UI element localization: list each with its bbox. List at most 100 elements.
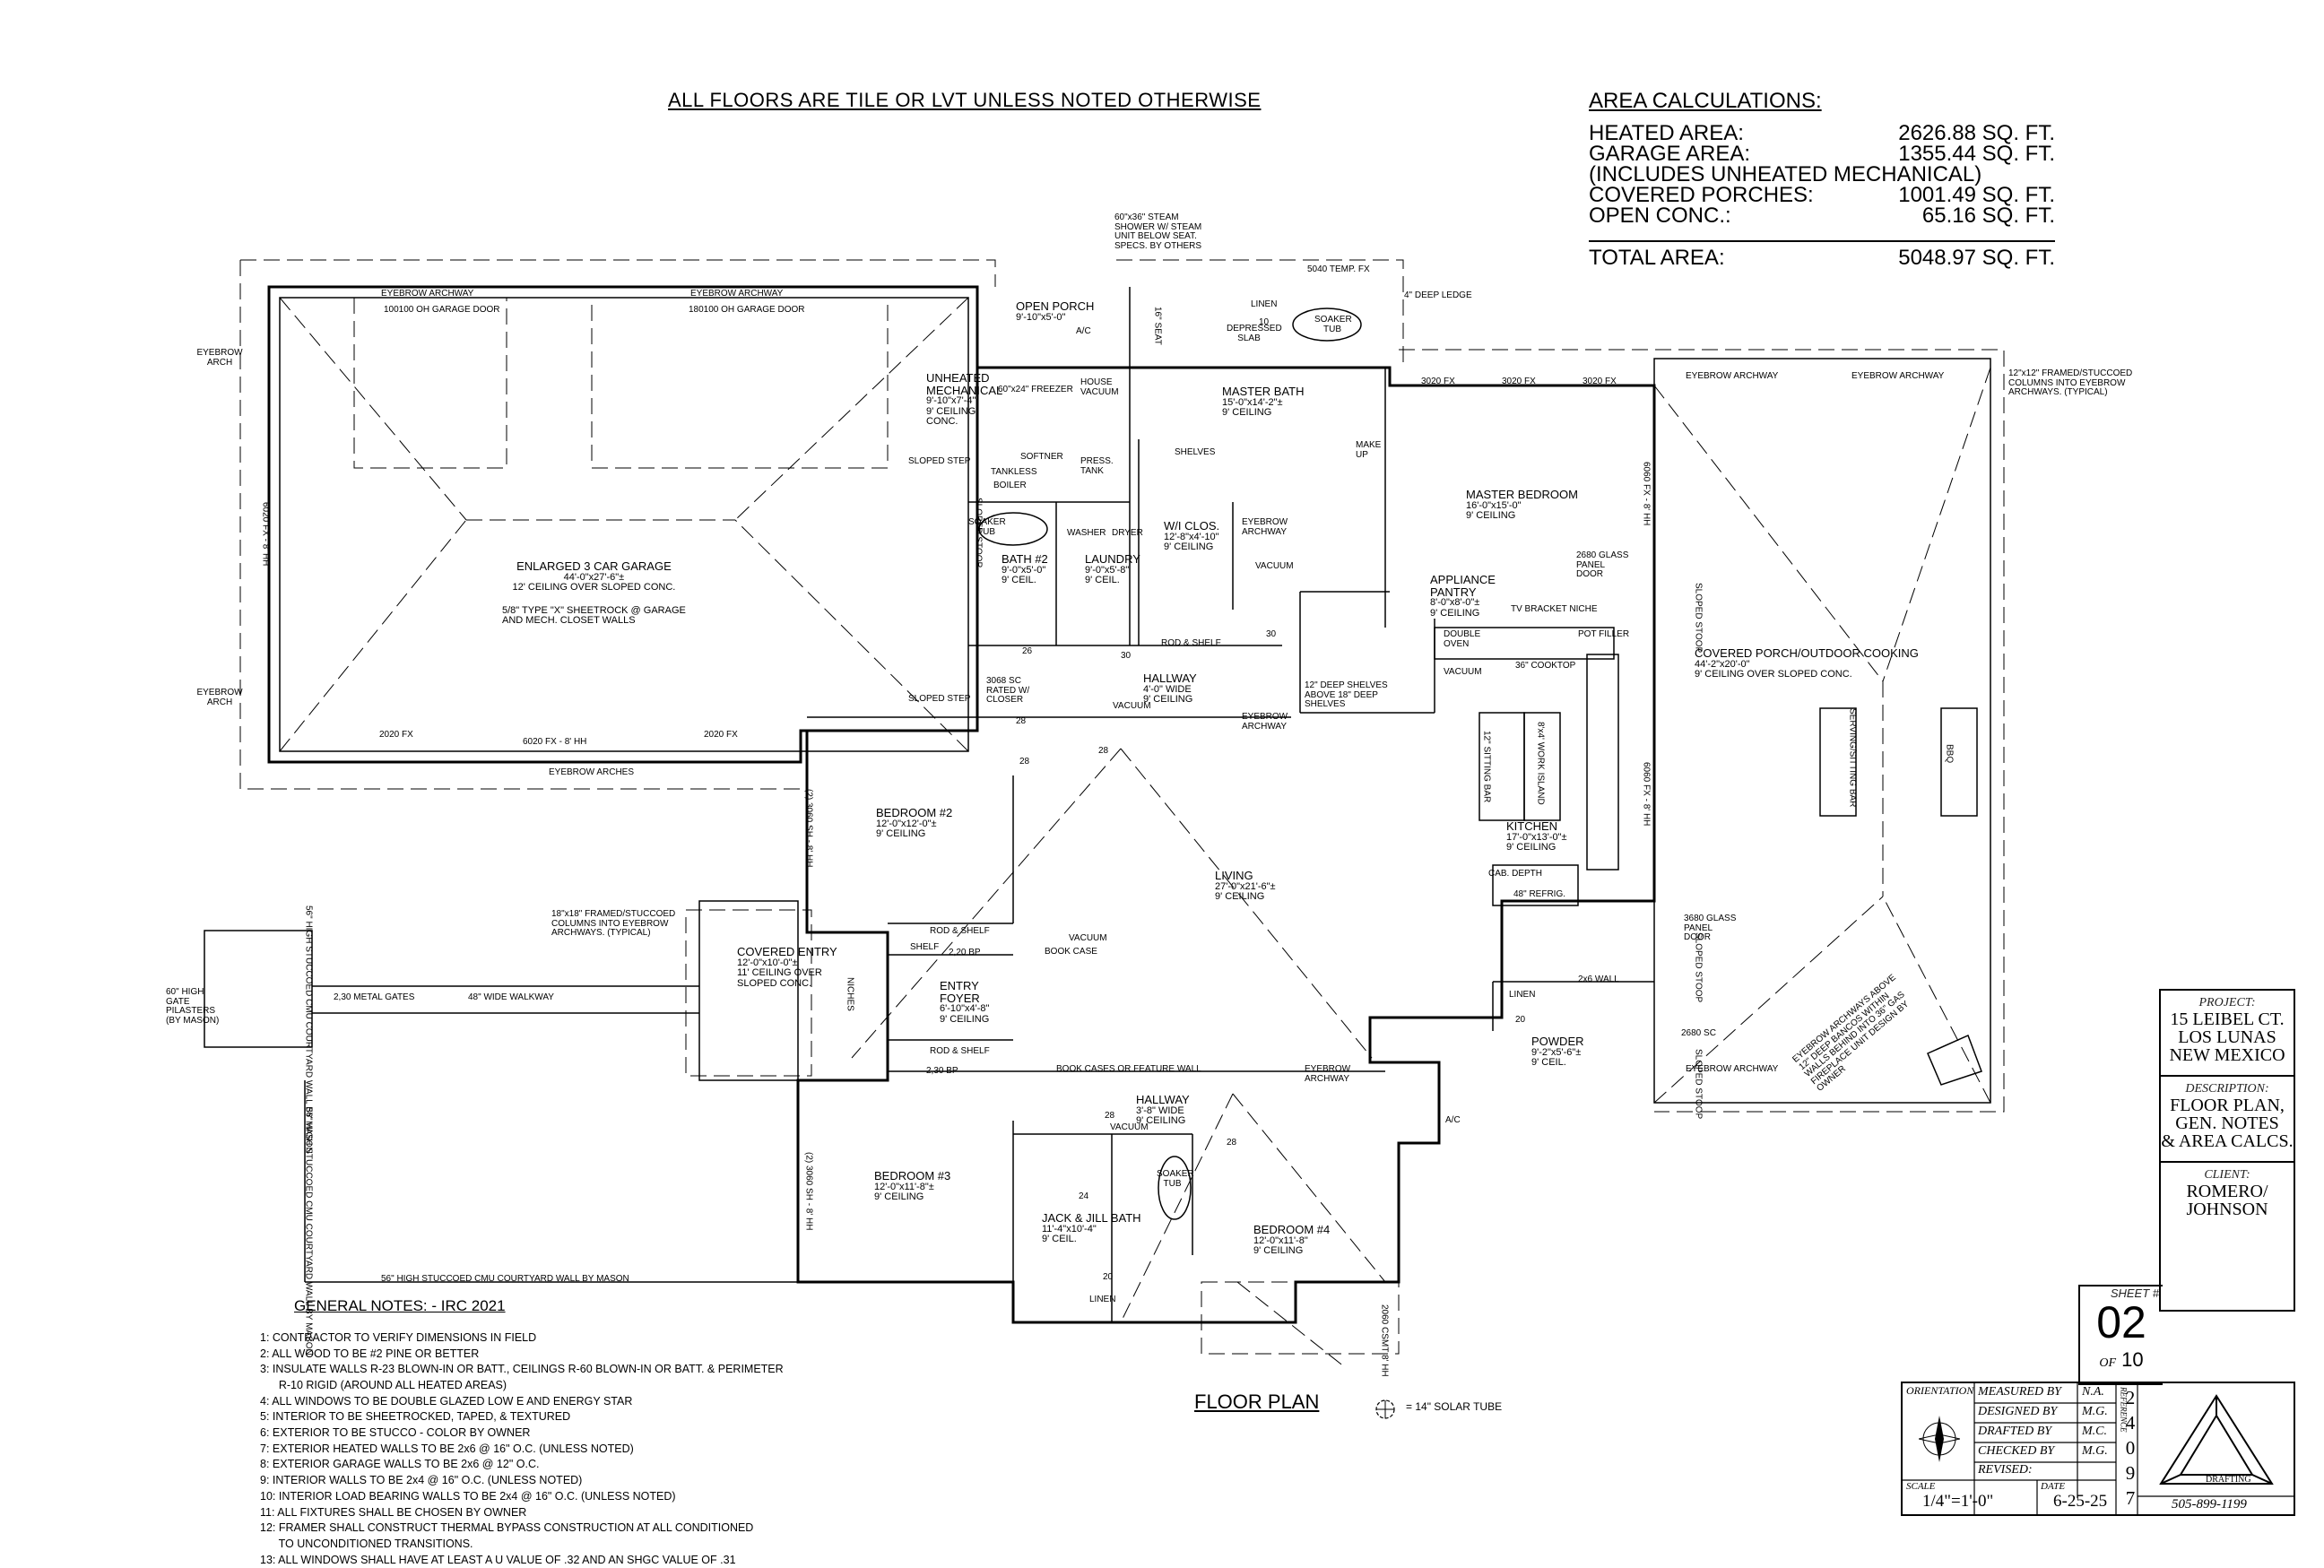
- label-washer: WASHER: [1067, 528, 1106, 538]
- room-bedroom2-ceil: 9' CEILING: [876, 828, 926, 840]
- label-n30-2: 30: [1266, 629, 1277, 639]
- area-value-open: 65.16 SQ. FT.: [1921, 204, 2055, 229]
- sheet-label: SHEET #: [2110, 1286, 2159, 1300]
- title-block-info: ORIENTATION MEASURED BY N.A. DESIGNED BY…: [1901, 1382, 2295, 1516]
- label-vacuum-2: VACUUM: [1110, 1122, 1149, 1132]
- project-label: PROJECT:: [2198, 996, 2256, 1009]
- label-vacuum-5: VACUUM: [1069, 933, 1107, 943]
- scale-label: SCALE: [1906, 1481, 1936, 1492]
- room-cov-entry-dim: 12'-0"x10'-0"±: [737, 957, 798, 968]
- room-kitchen-name: KITCHEN: [1506, 819, 1558, 833]
- room-jj-bath-name: JACK & JILL BATH: [1042, 1211, 1141, 1225]
- room-entry-foyer-name: ENTRY FOYER: [940, 979, 980, 1005]
- label-n30-1: 30: [1121, 651, 1132, 661]
- area-label-open: OPEN CONC.:: [1589, 204, 1731, 229]
- room-hallway1-dim: 4'-0" WIDE: [1143, 683, 1192, 695]
- label-cooktop: 36" COOKTOP: [1515, 661, 1576, 671]
- date-label: DATE: [2041, 1481, 2066, 1492]
- room-garage-note2: AND MECH. CLOSET WALLS: [502, 615, 636, 627]
- label-sc2680: 2680 SC: [1681, 1028, 1716, 1038]
- label-sloped-step-2: SLOPED STEP: [908, 456, 971, 466]
- room-app-pantry: APPLIANCE PANTRY 8'-0"x8'-0"± 9' CEILING: [1430, 574, 1502, 619]
- room-wi-clos: W/I CLOS. 12'-8"x4'-10" 9' CEILING: [1164, 520, 1219, 553]
- label-rod-shelf-3: ROD & SHELF: [930, 1046, 990, 1056]
- area-label-garage: GARAGE AREA:: [1589, 142, 1751, 167]
- room-master-bed-ceil: 9' CEILING: [1466, 510, 1516, 522]
- general-notes: GENERAL NOTES: - IRC 2021 1: CONTRACTOR …: [260, 1298, 784, 1568]
- label-sloped-step-1: SLOPED STEP: [908, 694, 971, 704]
- room-master-bed: MASTER BEDROOM 16'-0"x15'-0" 9' CEILING: [1466, 489, 1578, 522]
- label-sloped-stoop-4: SLOPED STOOP: [973, 498, 984, 568]
- label-cmu-wall: 56" HIGH STUCCOED CMU COURTYARD WALL BY …: [381, 1274, 629, 1284]
- label-sh3060-2: (2) 3060 SH - 8' HH: [803, 1152, 814, 1231]
- north-arrow-icon: [1919, 1416, 1960, 1462]
- room-master-bath-dim: 15'-0"x14'-2"±: [1222, 396, 1283, 408]
- label-house-vacuum: HOUSE VACUUM: [1080, 377, 1119, 397]
- label-soaker-tub-jj: SOAKER TUB: [1157, 1169, 1194, 1189]
- room-cov-entry: COVERED ENTRY 12'-0"x10'-0"± 11' CEILING…: [737, 946, 837, 989]
- label-ac: A/C: [1445, 1115, 1461, 1125]
- room-bath2-dim: 9'-0"x5'-0": [1002, 564, 1046, 576]
- room-open-porch-name: OPEN PORCH: [1016, 299, 1095, 313]
- garage-outer-wall: [267, 285, 979, 764]
- label-rod-shelf-2: ROD & SHELF: [930, 926, 990, 936]
- label-n26: 26: [1022, 646, 1033, 656]
- floors-note: ALL FLOORS ARE TILE OR LVT UNLESS NOTED …: [668, 89, 1262, 111]
- room-cov-porch-dim: 44'-2"x20'-0": [1695, 658, 1750, 670]
- label-eyebrow-archway-5: EYEBROW ARCHWAY: [1686, 1064, 1779, 1074]
- label-fx6020-vertical: 6020 FX - 8' HH: [260, 502, 271, 567]
- room-bedroom3-ceil: 9' CEILING: [874, 1191, 924, 1203]
- label-n28-5: 28: [1019, 757, 1030, 767]
- label-eyebrow-arches: EYEBROW ARCHES: [549, 767, 635, 777]
- room-open-porch: OPEN PORCH 9'-10"x5'-0": [1016, 300, 1094, 323]
- label-garage-door-1: 100100 OH GARAGE DOOR: [384, 305, 500, 315]
- label-sloped-stoop-3: SLOPED STOOP: [1693, 583, 1704, 654]
- description-line-2: GEN. NOTES: [2175, 1113, 2279, 1133]
- room-bedroom2-name: BEDROOM #2: [876, 806, 953, 819]
- label-cmu-wall-v2: 56" HIGH STUCCOED CMU COURTYARD WALL BY …: [303, 1107, 314, 1356]
- label-steam-shower: 60"x36" STEAM SHOWER W/ STEAM UNIT BELOW…: [1114, 212, 1202, 251]
- sheet-number: 02: [2096, 1297, 2146, 1347]
- label-bp220: 2,20 BP: [949, 948, 981, 957]
- label-fx6060-1: 6060 FX - 8' HH: [1641, 462, 1652, 526]
- label-book-case: BOOK CASE: [1045, 947, 1097, 957]
- ref-digit: 2: [2125, 1387, 2136, 1408]
- room-bedroom3-name: BEDROOM #3: [874, 1169, 951, 1182]
- designed-by-label: DESIGNED BY: [1978, 1405, 2058, 1418]
- label-soaker-tub-master: SOAKER TUB: [1314, 315, 1352, 334]
- label-n10: 10: [1259, 317, 1270, 327]
- room-powder-name: POWDER: [1531, 1035, 1584, 1048]
- room-kitchen: KITCHEN 17'-0"x13'-0"± 9' CEILING: [1506, 820, 1567, 853]
- room-laundry-ceil: 9' CEIL.: [1085, 575, 1120, 586]
- room-cov-entry-ceil: 11' CEILING OVER: [737, 967, 822, 979]
- project-line-2: LOS LUNAS: [2178, 1027, 2276, 1047]
- room-wi-clos-ceil: 9' CEILING: [1164, 541, 1214, 553]
- room-living-dim: 27'-0"x21'-6"±: [1215, 880, 1276, 892]
- ref-digit: 7: [2125, 1487, 2136, 1509]
- note-item: 5: INTERIOR TO BE SHEETROCKED, TAPED, & …: [260, 1410, 571, 1424]
- label-vacuum-1: VACUUM: [1255, 561, 1294, 571]
- label-gate-pilasters: 60" HIGH GATE PILASTERS (BY MASON): [166, 987, 220, 1026]
- date-value: 6-25-25: [2053, 1492, 2108, 1511]
- room-mech: UNHEATED MECHANICAL 9'-10"x7'-4" 9' CEIL…: [926, 372, 1007, 428]
- label-fx3020-2: 3020 FX: [1502, 377, 1536, 386]
- label-temp-fx: 5040 TEMP. FX: [1307, 264, 1370, 274]
- sheet-number-box: SHEET # 02 OF 10: [2078, 1285, 2163, 1385]
- client-line-2: JOHNSON: [2186, 1200, 2268, 1219]
- room-laundry-name: LAUNDRY: [1085, 552, 1140, 566]
- label-fx6060-2: 6060 FX - 8' HH: [1641, 762, 1652, 827]
- label-deep-ledge: 4" DEEP LEDGE: [1404, 290, 1472, 300]
- room-master-bed-name: MASTER BEDROOM: [1466, 488, 1578, 501]
- label-sloped-stoop-2: SLOPED STOOP: [1693, 932, 1704, 1003]
- label-tv-niche: TV BRACKET NICHE: [1511, 604, 1598, 614]
- label-deep-shelves: 12" DEEP SHELVES ABOVE 18" DEEP SHELVES: [1305, 680, 1388, 709]
- label-seat: 16" SEAT: [1152, 307, 1163, 345]
- description-line-1: FLOOR PLAN,: [2170, 1096, 2285, 1115]
- label-work-island: 8'x4' WORK ISLAND: [1535, 722, 1546, 805]
- label-cab-depth: CAB. DEPTH: [1488, 869, 1543, 879]
- room-living-name: LIVING: [1215, 869, 1253, 882]
- room-entry-foyer-dim: 6'-10"x4'-8": [940, 1003, 990, 1015]
- label-double-oven: DOUBLE OVEN: [1444, 629, 1481, 649]
- area-total-label: TOTAL AREA:: [1589, 246, 1725, 271]
- label-n24-1: 24: [1079, 1191, 1089, 1201]
